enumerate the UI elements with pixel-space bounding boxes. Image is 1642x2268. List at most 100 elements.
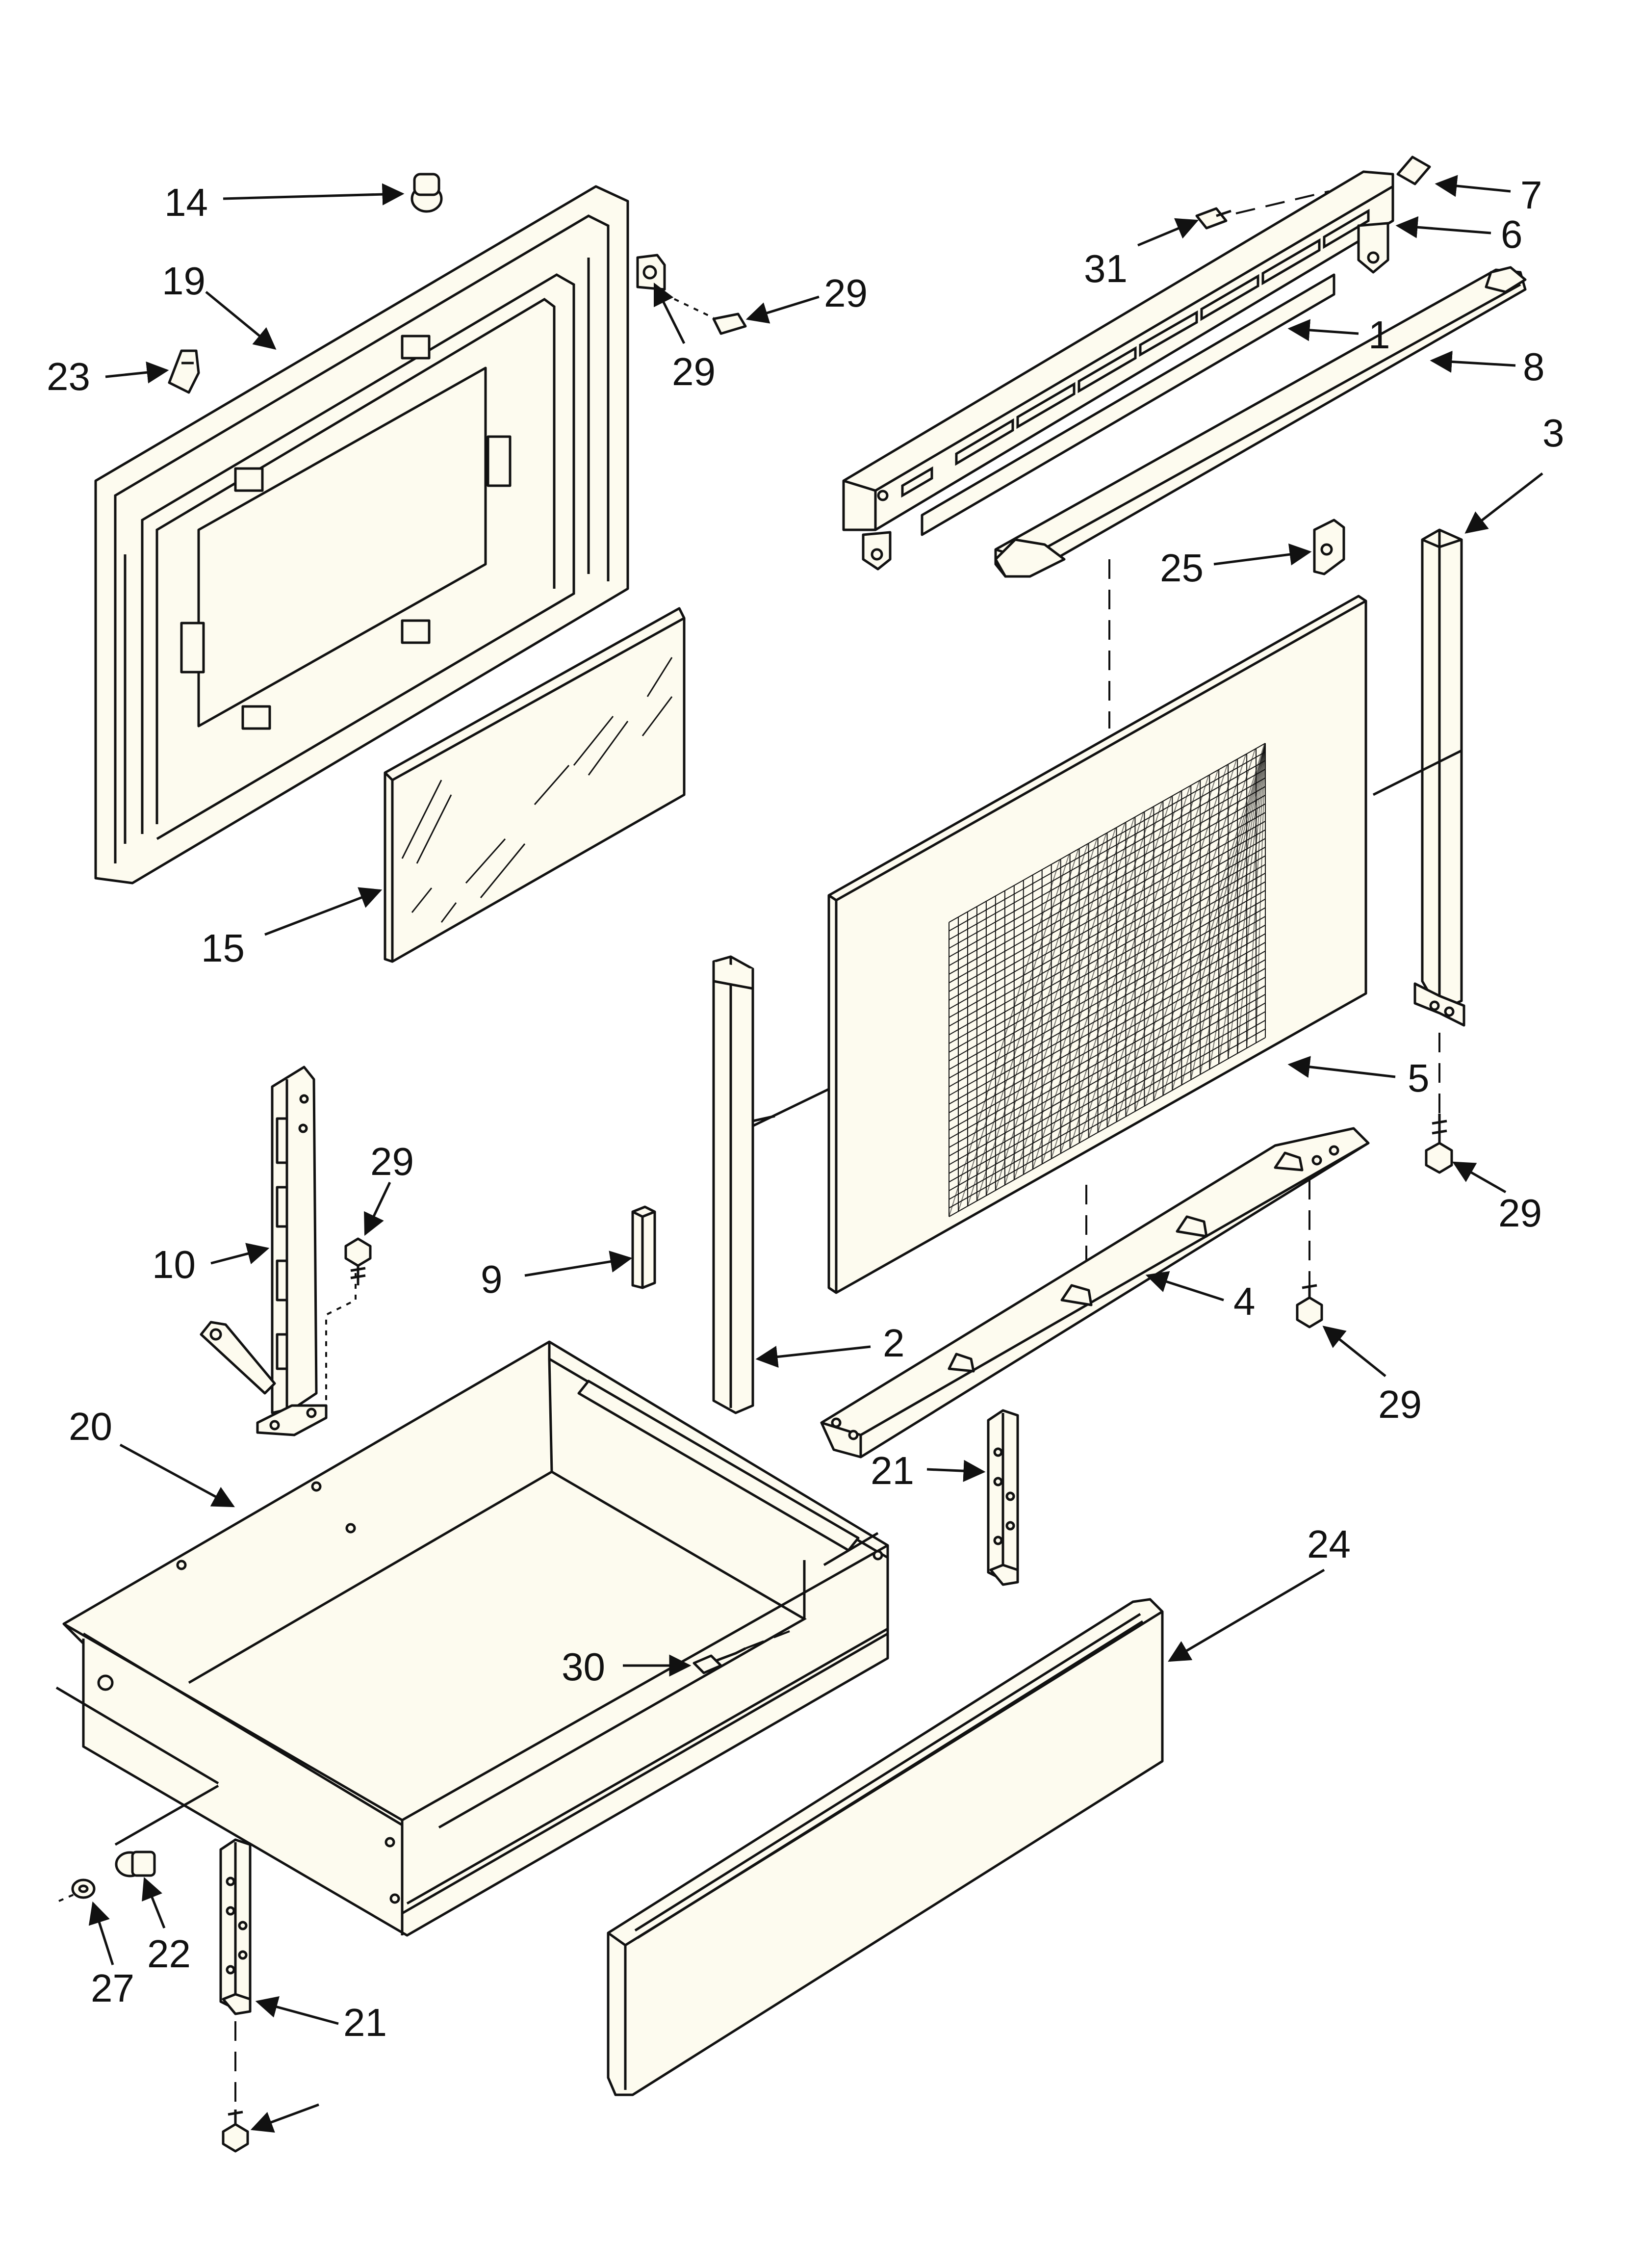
drawer-bracket-upper [987,1409,1019,1586]
arrow-29-top [745,295,820,324]
mesh-line [1097,775,1209,1133]
mesh-line [995,833,1107,1191]
callout-5: 5 [1408,1056,1430,1100]
arrow-20 [119,1443,235,1508]
door-inner-frame [94,185,629,885]
callout-1: 1 [1368,313,1390,357]
screw-top [664,293,747,335]
door-bumper [410,173,443,213]
arrow-21-lower [255,1996,339,2025]
drawer-screw [693,1630,790,1674]
callout-14: 14 [164,181,208,224]
callout-27: 27 [91,1966,134,2010]
mesh-line [1181,743,1266,1085]
roller-washer [58,1878,96,1902]
mesh-line [949,751,1266,932]
hinge-bracket [636,254,666,291]
callout-21a: 21 [871,1449,914,1492]
arrow-15 [264,887,383,936]
callout-8: 8 [1523,345,1545,389]
arrow-29-right [1452,1161,1507,1194]
mesh-line [1256,743,1266,1043]
callout-21b: 21 [343,2001,387,2044]
mesh-line [949,812,1266,992]
door-clip [168,349,200,394]
mesh-line [1246,743,1266,1048]
left-side-trim [712,955,830,1414]
arrow-21-upper [926,1460,986,1482]
arrow-31 [1137,218,1199,247]
callout-29d: 29 [1378,1382,1422,1426]
callout-6: 6 [1501,212,1523,256]
callout-24: 24 [1307,1522,1351,1566]
callout-29b: 29 [1498,1191,1542,1235]
callout-4: 4 [1233,1279,1256,1323]
right-side-trim [1372,528,1465,1133]
mesh-line [1023,817,1135,1175]
mesh-line [1088,780,1200,1138]
screw-right [1425,1114,1453,1174]
screw-center [1296,1284,1323,1329]
callout-9: 9 [481,1257,503,1301]
callout-28: 29 [672,350,716,393]
drawer-bracket-lower [219,1838,252,2110]
mesh-line [949,760,1266,940]
mesh-line [1069,791,1181,1148]
callout-2: 2 [883,1321,905,1365]
arrow-29-left [364,1181,391,1236]
mesh-line [1144,749,1256,1106]
arrow-4 [1145,1271,1224,1302]
mesh-line [958,854,1070,1212]
arrow-23 [105,361,169,384]
mesh-line [1106,770,1219,1127]
mesh-line [1134,754,1247,1112]
mesh-line [1228,743,1266,1059]
arrow-7 [1435,175,1511,197]
callout-31: 31 [1084,247,1128,290]
callout-19: 19 [162,259,205,303]
mesh-line [1060,796,1172,1154]
callout-23: 23 [47,355,90,398]
mesh-line [949,803,1266,984]
mesh-line [1172,743,1266,1091]
mesh-line [949,859,1060,1217]
arrow-1 [1287,319,1359,341]
door-handle [994,266,1527,578]
mesh-line [1153,743,1265,1101]
arrow-8 [1430,350,1516,373]
mesh-line [1200,743,1266,1075]
arrow-22 [142,1877,166,1929]
small-bracket [1313,519,1345,575]
bottom-trim [820,1127,1370,1459]
outer-door-panel [827,595,1367,1294]
arrow-10 [210,1243,270,1265]
door-window-mesh [949,743,1266,1217]
arrow-25 [1213,543,1312,566]
mesh-line [1078,785,1191,1144]
arrow-14 [223,183,405,206]
mesh-line [967,849,1079,1206]
drawer-front-panel [607,1598,1164,2096]
screw-bottom [222,2110,249,2153]
mesh-line [949,786,1266,966]
mesh-line [949,872,1266,1053]
mesh-line [949,820,1266,1001]
door-glass [384,607,686,963]
callout-labels: 14 19 23 29 29 15 7 6 31 1 8 3 25 5 29 2… [47,173,1565,2044]
arrow-3 [1464,472,1543,534]
mesh-line [1190,743,1266,1080]
trim-screw [1195,190,1330,230]
callout-15: 15 [201,926,245,970]
arrow-27 [88,1901,114,1965]
arrow-29-center [1322,1326,1386,1377]
trim-pad [1396,156,1431,185]
callout-7: 7 [1520,173,1542,217]
mesh-line [1032,812,1144,1170]
callout-29a: 29 [824,271,868,315]
storage-drawer [55,1340,889,1937]
arrow-2 [755,1345,871,1368]
arrow-28 [653,282,686,344]
left-bracket [200,1066,357,1436]
callout-30: 30 [562,1645,605,1689]
arrow-19 [205,291,277,350]
